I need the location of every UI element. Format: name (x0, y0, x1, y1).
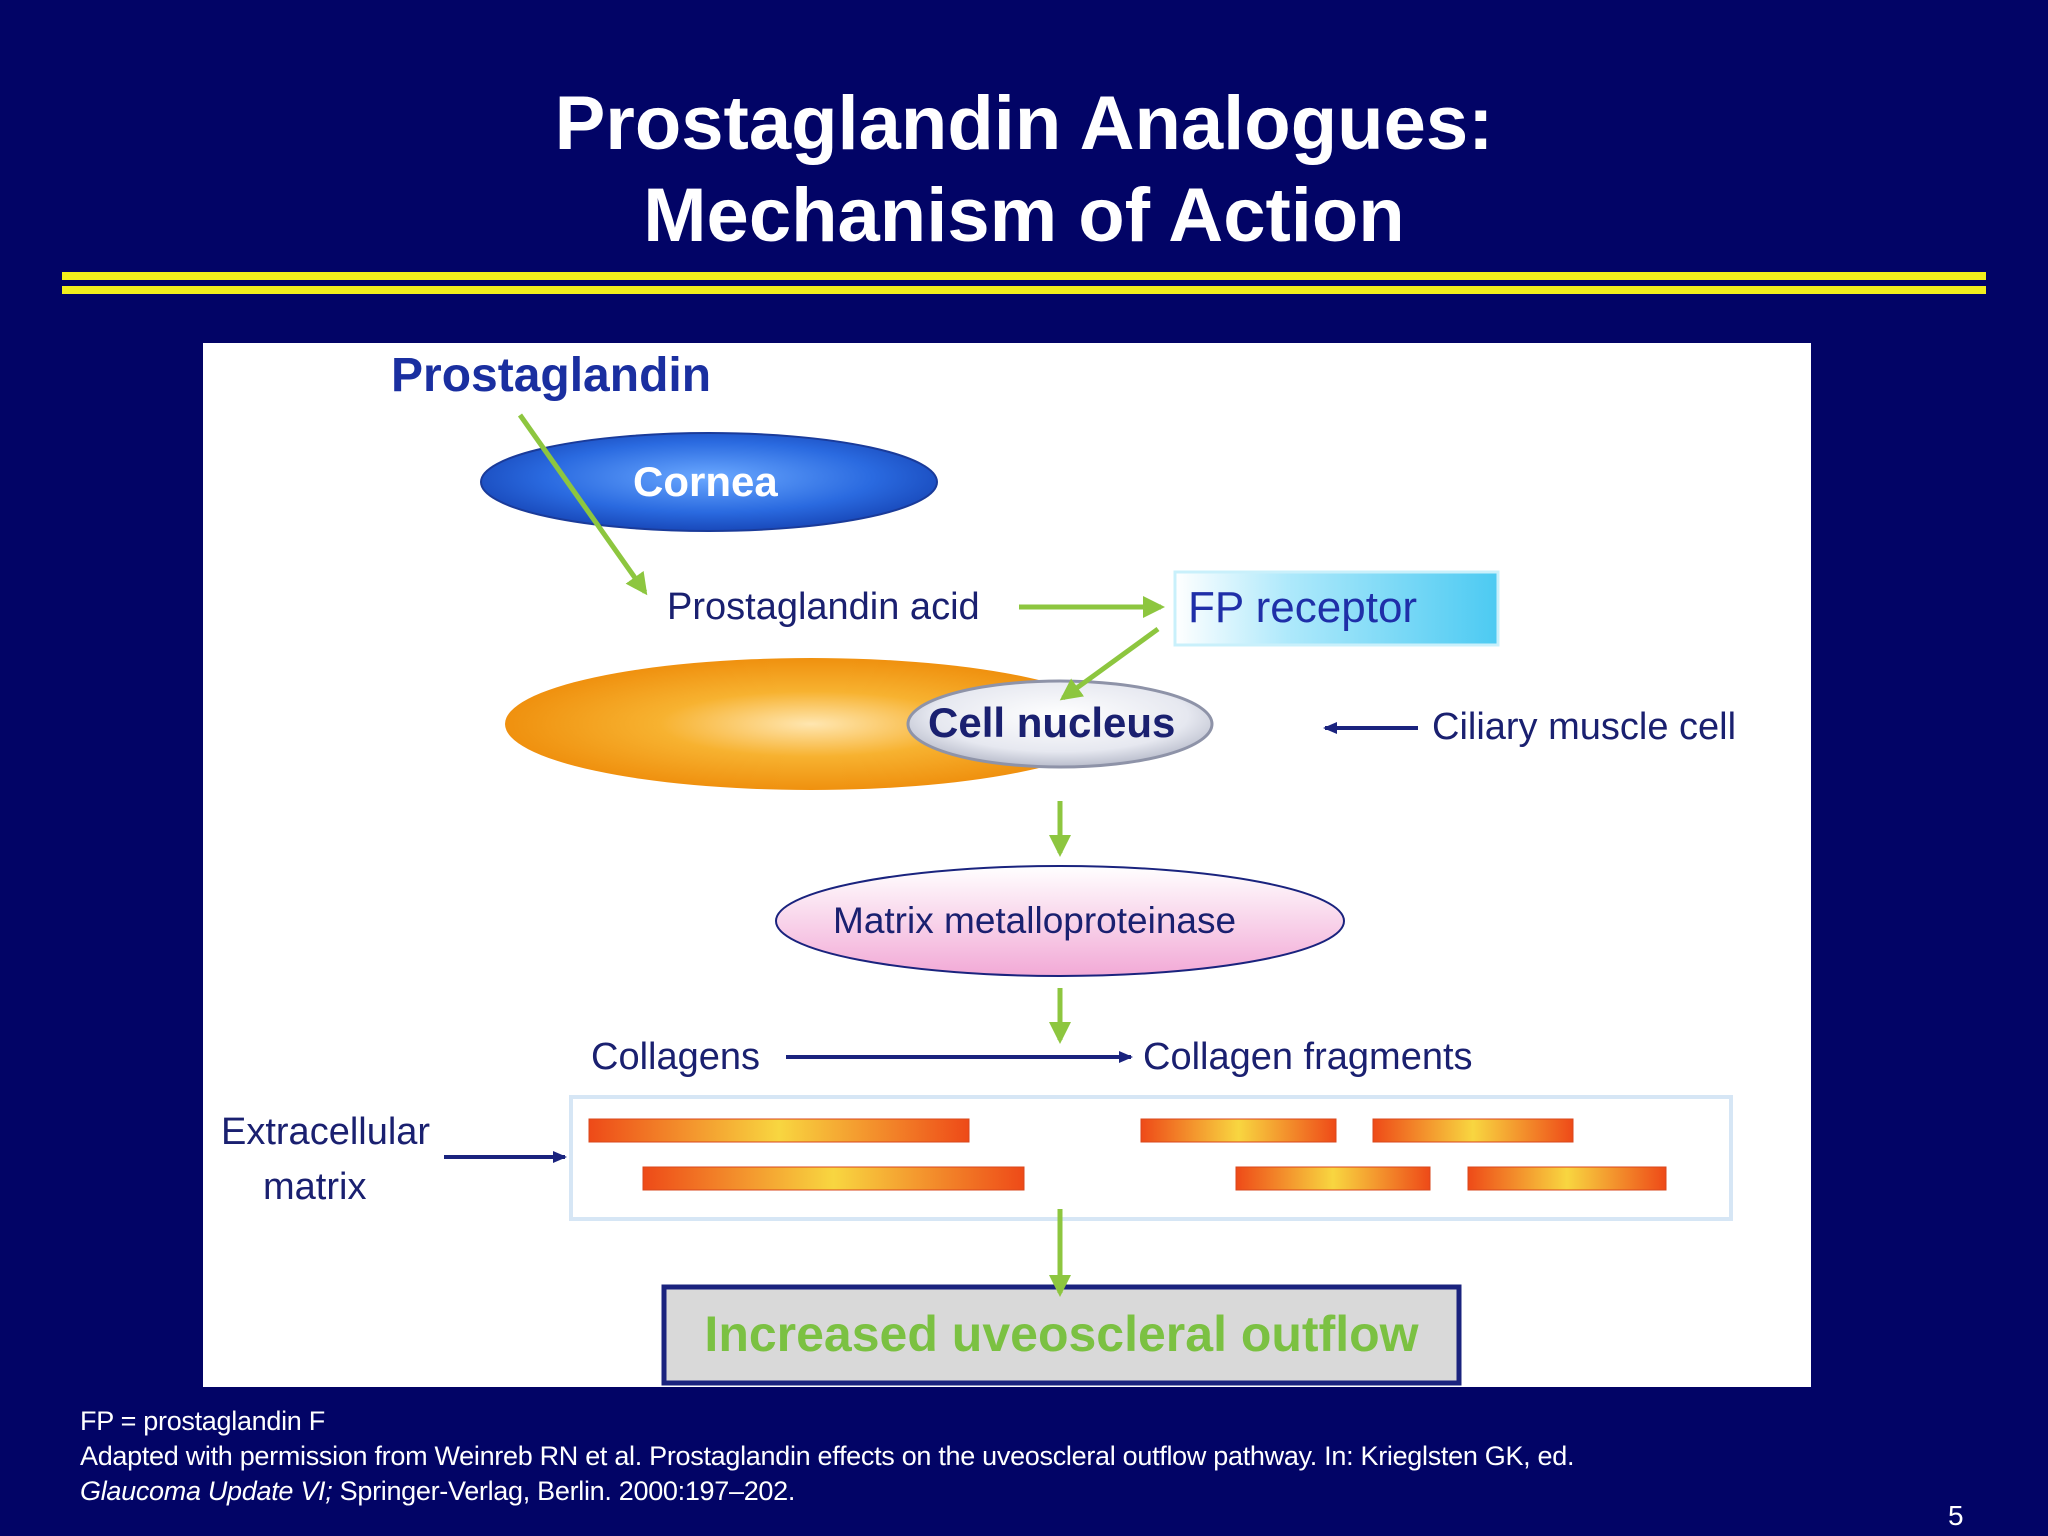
outcome-label: Increased uveoscleral outflow (704, 1306, 1419, 1362)
arrow-prostaglandin-to-acid (517, 413, 648, 596)
title-rule-lower (62, 286, 1986, 294)
collagen-fragment (1467, 1166, 1667, 1191)
title-rule-upper (62, 272, 1986, 280)
footnote-publisher: Springer-Verlag, Berlin. 2000:197–202. (332, 1476, 796, 1506)
collagen-bar (642, 1166, 1025, 1191)
collagens-label: Collagens (591, 1036, 760, 1078)
extracellular-matrix-label-1: Extracellular (221, 1111, 431, 1153)
footnote: FP = prostaglandin F Adapted with permis… (80, 1404, 1575, 1509)
collagen-fragment (1235, 1166, 1431, 1191)
footnote-abbreviation: FP = prostaglandin F (80, 1406, 325, 1436)
title-line-2: Mechanism of Action (643, 173, 1405, 258)
footnote-citation-2: Glaucoma Update VI; Springer-Verlag, Ber… (80, 1474, 1574, 1509)
fp-receptor-label: FP receptor (1188, 583, 1418, 632)
title-line-1: Prostaglandin Analogues: (554, 81, 1494, 166)
collagen-bar (588, 1118, 970, 1143)
collagen-fragment (1140, 1118, 1337, 1143)
page-number: 5 (1948, 1500, 1964, 1531)
footnote-book-title: Glaucoma Update VI; (80, 1476, 333, 1506)
fp-receptor-box (1173, 570, 1500, 647)
cornea-label: Cornea (633, 458, 778, 505)
ciliary-muscle-cell-label: Ciliary muscle cell (1432, 706, 1737, 748)
outcome-box (661, 1284, 1462, 1386)
diagram-panel: Prostaglandin Cornea Prostaglandin acid … (203, 343, 1811, 1387)
prostaglandin-label: Prostaglandin (391, 349, 712, 402)
arrow-receptor-to-nucleus (1059, 626, 1160, 701)
mmp-label: Matrix metalloproteinase (833, 900, 1237, 941)
cell-nucleus-label: Cell nucleus (928, 699, 1176, 746)
prostaglandin-acid-label: Prostaglandin acid (667, 586, 980, 628)
slide-title: Prostaglandin Analogues: Mechanism of Ac… (0, 78, 2048, 262)
ecm-box (569, 1095, 1733, 1221)
extracellular-matrix-label-2: matrix (263, 1166, 367, 1208)
cornea-ellipse (480, 432, 938, 532)
mmp-ellipse (775, 865, 1345, 977)
collagen-fragment (1372, 1118, 1574, 1143)
footnote-citation-1: Adapted with permission from Weinreb RN … (80, 1441, 1575, 1471)
collagen-fragments-label: Collagen fragments (1143, 1036, 1473, 1078)
diagram-graphics (444, 413, 1733, 1386)
